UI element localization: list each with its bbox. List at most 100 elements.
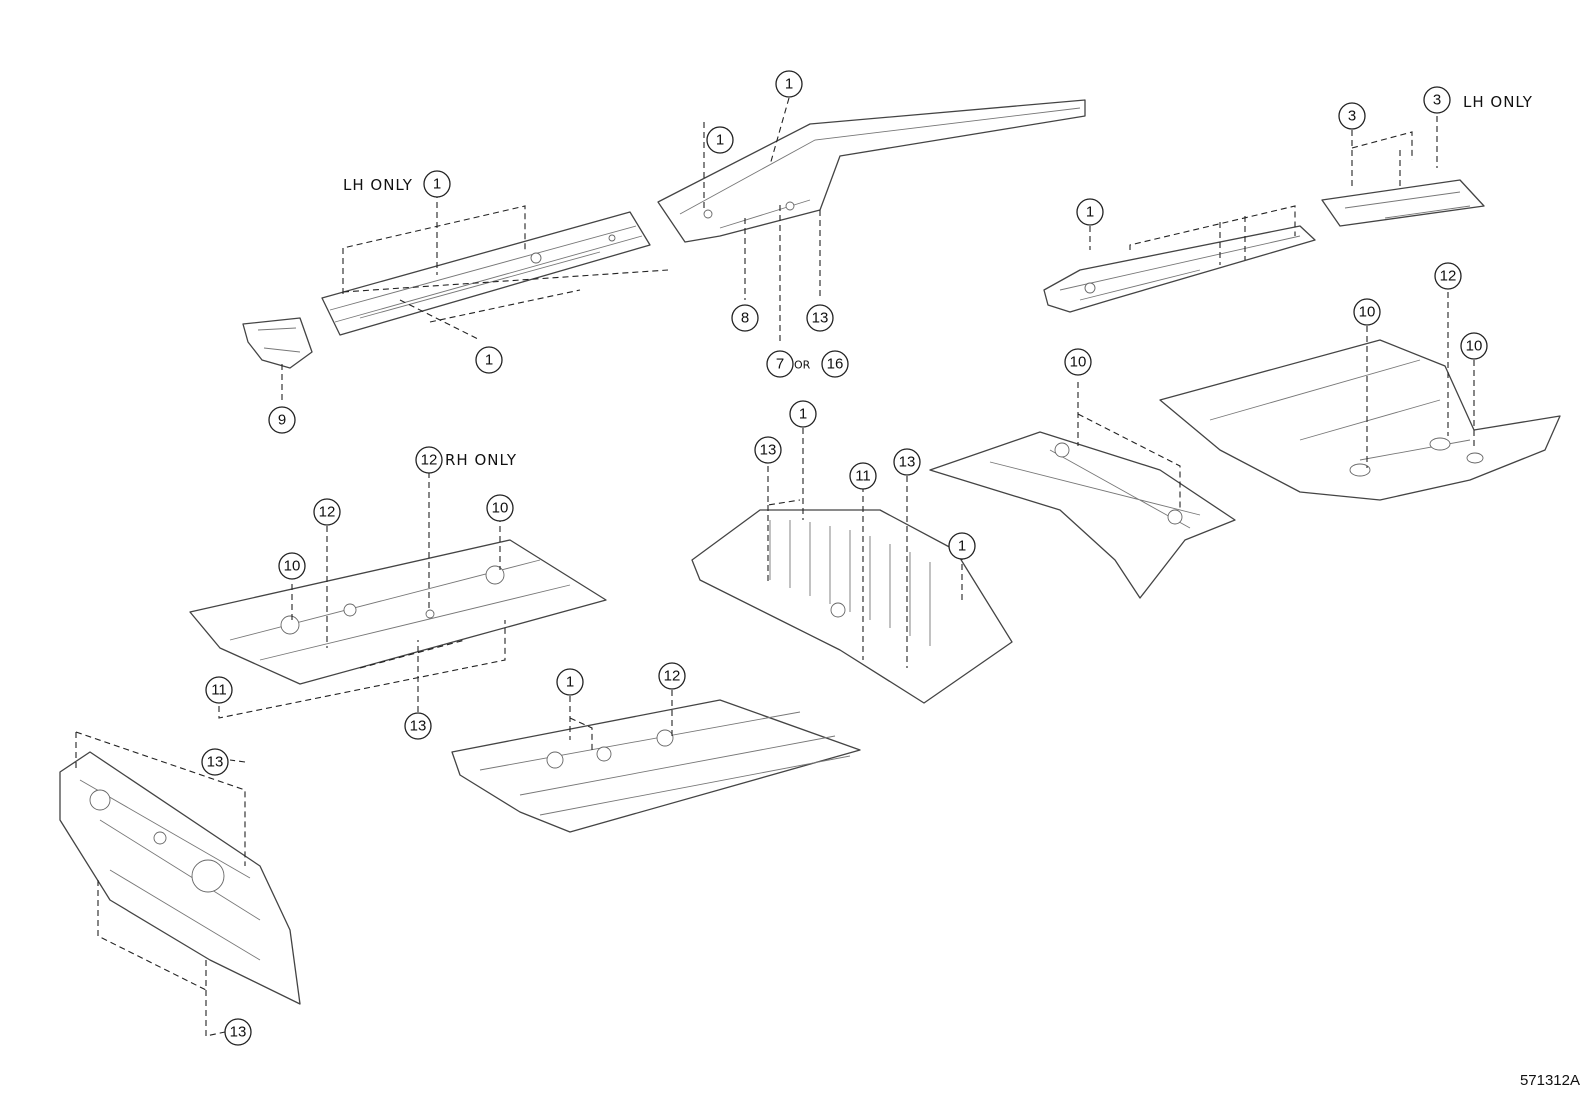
callout-number: 1 [1086, 204, 1094, 221]
callout-circle [754, 436, 782, 464]
part-rocker-rail [321, 211, 651, 336]
callout-circle [789, 400, 817, 428]
part-rear-floor-crossmember [691, 509, 1013, 704]
callout-circle [766, 350, 794, 378]
callout-number: 13 [230, 1024, 247, 1041]
callout-7: 7 [766, 350, 794, 378]
callout-10: 10 [278, 552, 306, 580]
callout-12: 12 [658, 662, 686, 690]
callout-number: 13 [207, 754, 224, 771]
callout-10: 10 [1353, 298, 1381, 326]
callout-number: 1 [799, 406, 807, 423]
callout-circle [1460, 332, 1488, 360]
callout-circle [556, 668, 584, 696]
callout-13: 13 [224, 1018, 252, 1046]
callout-circle [1353, 298, 1381, 326]
callout-number: 1 [485, 352, 493, 369]
callout-circle [775, 70, 803, 98]
callout-number: 13 [899, 454, 916, 471]
callout-number: 1 [716, 132, 724, 149]
callout-1: 1 [789, 400, 817, 428]
callout-number: 1 [433, 176, 441, 193]
callout-12: 12 [415, 446, 443, 474]
callout-circle [486, 494, 514, 522]
part-rear-side-rail [1043, 225, 1316, 313]
callout-circle [1064, 348, 1092, 376]
callout-11: 11 [205, 676, 233, 704]
callout-10: 10 [486, 494, 514, 522]
callout-3: 3 [1423, 86, 1451, 114]
callout-12: 12 [313, 498, 341, 526]
callout-1: 1 [556, 668, 584, 696]
callout-circle [313, 498, 341, 526]
callout-circle [224, 1018, 252, 1046]
callout-13: 13 [893, 448, 921, 476]
callout-number: 3 [1433, 92, 1441, 109]
callout-number: 10 [284, 558, 301, 575]
note-lh-only-3: LH ONLY [1463, 93, 1533, 111]
callout-circle [731, 304, 759, 332]
callout-circle [1423, 86, 1451, 114]
callout-16: 16 [821, 350, 849, 378]
callout-number: 12 [319, 504, 336, 521]
part-side-member [657, 99, 1086, 243]
callout-number: 7 [776, 356, 784, 373]
callout-number: 12 [421, 452, 438, 469]
callout-number: 1 [785, 76, 793, 93]
callout-number: 12 [1440, 268, 1457, 285]
callout-number: 1 [958, 538, 966, 555]
callout-9: 9 [268, 406, 296, 434]
callout-circle [849, 462, 877, 490]
part-center-floor-tunnel [451, 699, 861, 833]
callout-circle [948, 532, 976, 560]
callout-number: 11 [211, 682, 227, 699]
part-rear-plate [1321, 179, 1485, 227]
callout-13: 13 [404, 712, 432, 740]
callout-1: 1 [423, 170, 451, 198]
callout-1: 1 [948, 532, 976, 560]
callout-number: 10 [1070, 354, 1087, 371]
callout-circle [806, 304, 834, 332]
part-dash-panel [59, 751, 301, 1005]
callout-circle [1434, 262, 1462, 290]
callout-3: 3 [1338, 102, 1366, 130]
part-small-bracket [242, 317, 313, 369]
callout-circle [1338, 102, 1366, 130]
callout-circle [278, 552, 306, 580]
callout-circle [404, 712, 432, 740]
callout-1: 1 [706, 126, 734, 154]
callout-circle [893, 448, 921, 476]
callout-8: 8 [731, 304, 759, 332]
callout-circle [706, 126, 734, 154]
callout-circle [205, 676, 233, 704]
callout-number: 10 [1466, 338, 1483, 355]
callout-circle [475, 346, 503, 374]
callout-circle [821, 350, 849, 378]
callout-13: 13 [201, 748, 229, 776]
callout-1: 1 [775, 70, 803, 98]
callout-circle [658, 662, 686, 690]
callout-number: 13 [812, 310, 829, 327]
callout-circle [201, 748, 229, 776]
callout-number: 10 [492, 500, 509, 517]
callout-number: 8 [741, 310, 749, 327]
callout-number: 13 [410, 718, 427, 735]
callout-number: 10 [1359, 304, 1376, 321]
note-or: OR [794, 359, 811, 372]
callout-number: 11 [855, 468, 871, 485]
callout-number: 12 [664, 668, 681, 685]
callout-10: 10 [1460, 332, 1488, 360]
callout-number: 9 [278, 412, 286, 429]
callout-10: 10 [1064, 348, 1092, 376]
callout-number: 3 [1348, 108, 1356, 125]
illustration-code: 571312A [1520, 1072, 1580, 1089]
part-rear-floor-pan [1159, 339, 1561, 501]
callout-circle [1076, 198, 1104, 226]
part-rear-floor-center [929, 431, 1236, 599]
callout-1: 1 [475, 346, 503, 374]
callout-number: 16 [827, 356, 844, 373]
leader-lines [75, 97, 1475, 1037]
part-front-floor-pan [189, 539, 607, 685]
callout-circle [423, 170, 451, 198]
callout-number: 1 [566, 674, 574, 691]
